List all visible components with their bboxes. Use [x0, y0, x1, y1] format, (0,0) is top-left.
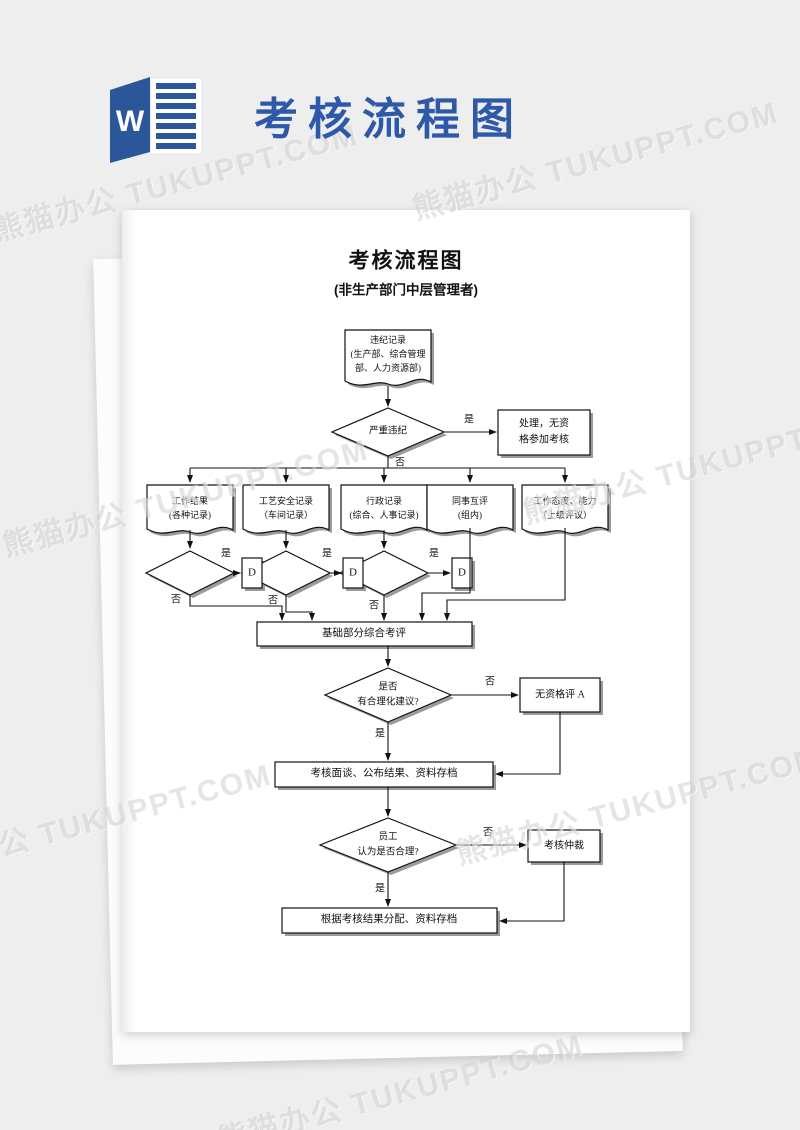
edge-label-no: 否 [268, 595, 278, 607]
header-title: 考核流程图 [254, 95, 524, 144]
flowchart-canvas [144, 329, 611, 936]
edge-label-yes: 是 [464, 414, 474, 426]
word-icon: W [110, 74, 210, 166]
edge-label-yes: 是 [221, 548, 231, 560]
flow-shapes [144, 329, 609, 934]
node-no-grade-a: 无资格评 A [535, 689, 585, 701]
node-employee-agree: 员工 认为是否合理? [357, 832, 419, 857]
edge-label-yes: 是 [322, 548, 332, 560]
flowchart-subtitle: (非生产部门中层管理者) [334, 282, 478, 298]
node-arbitration: 考核仲裁 [544, 840, 584, 852]
box-no-grade-a [519, 677, 601, 713]
node-safety-record: 工艺安全记录 （车间记录） [258, 496, 314, 520]
node-peer-review: 同事互评 (组内) [451, 496, 489, 520]
node-interview: 考核面谈、公布结果、资料存档 [310, 767, 458, 779]
box-interview [274, 761, 494, 788]
word-icon-page-lines [156, 83, 196, 149]
edge-label-no: 否 [369, 600, 379, 612]
node-d3: D [458, 566, 466, 579]
node-work-result: 工作结果 (各种记录) [169, 496, 211, 520]
box-combined-eval [256, 621, 473, 647]
edge-label-no: 否 [485, 676, 495, 688]
box-final-allocation [281, 907, 498, 934]
box-arbitration [527, 829, 601, 863]
edge-label-yes: 是 [375, 728, 385, 740]
flowchart-title: 考核流程图 [348, 249, 464, 273]
box-handle [497, 409, 591, 456]
word-icon-panel [110, 77, 150, 163]
node-work-attitude: 工作态度、能力 （上级评议） [533, 496, 597, 520]
edge-label-no: 否 [395, 457, 405, 469]
node-admin-record: 行政记录 (综合、人事记录) [349, 496, 419, 520]
node-final-allocation: 根据考核结果分配、资料存档 [320, 913, 458, 925]
box-d3 [451, 557, 473, 589]
node-rational-suggestion: 是否 有合理化建议? [357, 682, 419, 707]
document-page: 考核流程图 (非生产部门中层管理者) 违纪记录 (生产部、综合管理 部、人力资源… [122, 210, 690, 1032]
node-handle: 处理，无资 格参加考核 [519, 418, 569, 446]
flow-connectors [187, 386, 568, 924]
node-d2: D [349, 566, 357, 579]
edge-label-no: 否 [171, 594, 181, 606]
word-icon-letter: W [116, 105, 145, 138]
box-d2 [342, 557, 364, 589]
edge-label-yes: 是 [429, 548, 439, 560]
node-d1: D [248, 566, 256, 579]
box-d1 [241, 557, 263, 589]
edge-label-no: 否 [483, 827, 493, 839]
edge-label-yes: 是 [375, 883, 385, 895]
node-serious-violation: 严重违纪 [368, 426, 408, 437]
node-combined-eval: 基础部分综合考评 [322, 627, 406, 639]
doc-violation-record [344, 329, 432, 386]
node-violation-record: 违纪记录 (生产部、综合管理 部、人力资源部) [350, 335, 426, 373]
